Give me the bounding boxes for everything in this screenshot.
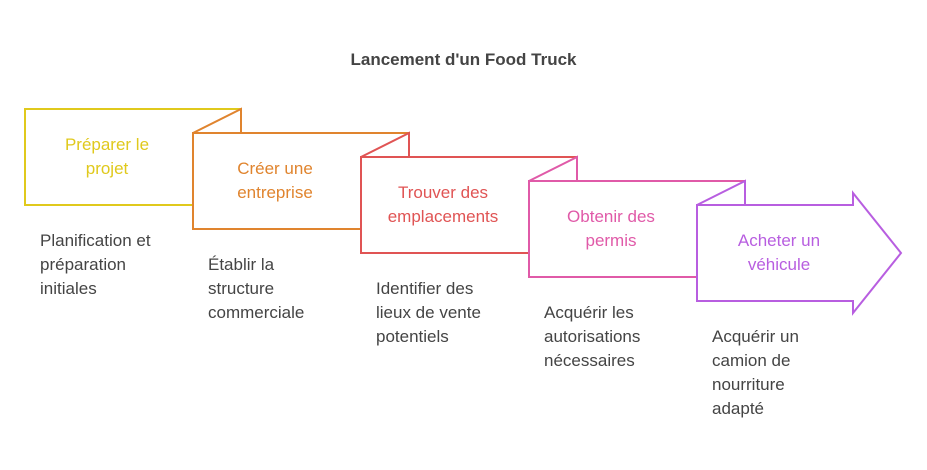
step-2-label: Créer une entreprise (190, 157, 360, 205)
description-line: autorisations (544, 327, 641, 346)
description-line: structure (208, 279, 275, 298)
step-4-label-line: Obtenir des (567, 207, 655, 226)
step-1-label: Préparer le projet (22, 133, 192, 181)
step-5-arrow-shape (696, 179, 903, 316)
description-line: lieux de vente (376, 303, 481, 322)
description-line: initiales (40, 279, 97, 298)
step-5-description: Acquérir un camion de nourriture adapté (712, 325, 872, 421)
step-2-label-line: entreprise (237, 183, 313, 202)
step-1-label-line: projet (85, 159, 129, 178)
step-1-label-line: Préparer le (64, 135, 150, 154)
description-line: adapté (712, 399, 764, 418)
step-5-label: Acheter un véhicule (694, 229, 864, 277)
description-line: préparation (40, 255, 127, 274)
step-3-label-line: Trouver des (397, 183, 489, 202)
diagram-title: Lancement d'un Food Truck (350, 50, 577, 69)
description-line: Identifier des (376, 279, 474, 298)
step-4-description: Acquérir les autorisations nécessaires (544, 301, 704, 373)
step-4-label: Obtenir des permis (526, 205, 696, 253)
step-5-label-line: véhicule (747, 255, 811, 274)
description-line: potentiels (376, 327, 449, 346)
description-line: nécessaires (544, 351, 635, 370)
description-line: Acquérir les (544, 303, 634, 322)
description-line: Établir la (208, 255, 275, 274)
step-2-description: Établir la structure commerciale (208, 253, 368, 325)
step-3-description: Identifier des lieux de vente potentiels (376, 277, 536, 349)
description-line: commerciale (208, 303, 305, 322)
step-3-label: Trouver des emplacements (358, 181, 528, 229)
description-line: camion de (712, 351, 791, 370)
step-5-label-line: Acheter un (737, 231, 821, 250)
description-line: nourriture (712, 375, 785, 394)
step-4-label-line: permis (585, 231, 637, 250)
step-1-description: Planification et préparation initiales (40, 229, 200, 301)
description-line: Acquérir un (712, 327, 799, 346)
step-3-label-line: emplacements (387, 207, 499, 226)
description-line: Planification et (40, 231, 151, 250)
step-2-label-line: Créer une (237, 159, 313, 178)
